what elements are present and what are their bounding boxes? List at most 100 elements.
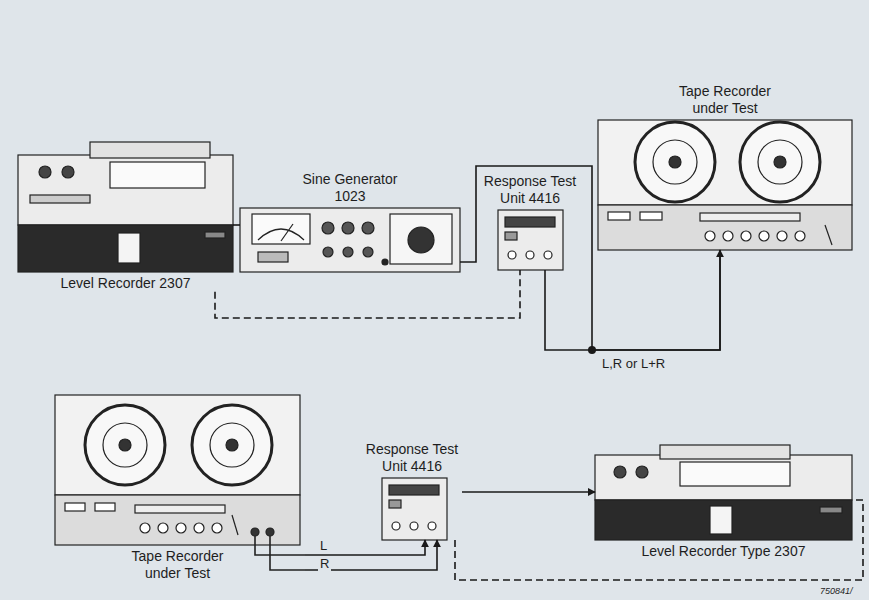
level-recorder-bottom-part — [680, 462, 790, 486]
tape-recorder-top-part — [608, 212, 630, 220]
sine-generator-part — [322, 222, 334, 234]
device-label: Sine Generator 1023 — [293, 171, 408, 205]
tape-recorder-bottom-part — [85, 405, 165, 485]
response-test-unit-bottom-part — [392, 522, 400, 530]
tape-recorder-bottom-part — [210, 423, 254, 467]
sine-generator-part — [363, 247, 373, 257]
device-label: Tape Recorder under Test — [660, 83, 790, 117]
tape-recorder-top-part — [795, 231, 805, 241]
sine-generator-part — [240, 208, 460, 272]
device-node: Level Recorder Type 2307 — [595, 445, 852, 560]
tape-recorder-bottom-part — [158, 523, 168, 533]
sine-generator-part — [252, 214, 310, 244]
tape-recorder-bottom — [55, 395, 305, 570]
tape-recorder-bottom-part — [232, 515, 238, 535]
figure-number: 750841/ — [818, 586, 855, 597]
tape-recorder-bottom-part — [140, 523, 150, 533]
device-node: Level Recorder 2307 — [18, 140, 233, 292]
signal-label: L,R or L+R — [600, 356, 667, 372]
signal-line — [233, 224, 240, 226]
channel-label: R — [318, 556, 331, 572]
device-node: Tape Recorder under Test — [598, 83, 852, 250]
tape-recorder-top-part — [700, 213, 800, 221]
tape-recorder-top-part — [705, 231, 715, 241]
response-test-unit-top — [498, 210, 563, 270]
tape-recorder-bottom-part — [95, 503, 115, 511]
tape-recorder-top-part — [759, 231, 769, 241]
level-recorder-bottom-part — [595, 500, 852, 540]
tape-recorder-bottom-part — [119, 439, 131, 451]
level-recorder-bottom — [595, 445, 852, 540]
level-recorder-top-part — [39, 166, 51, 178]
tape-recorder-top-part — [740, 122, 820, 202]
tape-recorder-bottom-part — [192, 405, 272, 485]
device-node: Response Test Unit 4416 — [480, 173, 580, 270]
response-test-unit-top-part — [526, 251, 534, 259]
sine-generator-part — [281, 224, 293, 241]
level-recorder-bottom-part — [820, 507, 842, 513]
tape-recorder-top-part — [723, 231, 733, 241]
sine-generator-part — [390, 214, 452, 264]
tape-recorder-bottom-part — [65, 503, 85, 511]
response-test-unit-top-part — [544, 251, 552, 259]
level-recorder-top-part — [30, 195, 90, 203]
level-recorder-top-part — [18, 155, 233, 225]
tape-recorder-bottom-part — [212, 523, 222, 533]
response-test-unit-top-part — [508, 251, 516, 259]
tape-recorder-bottom-part — [255, 536, 305, 555]
tape-recorder-bottom-part — [55, 395, 300, 495]
tape-recorder-bottom-part — [226, 439, 238, 451]
sine-generator-part — [258, 252, 288, 262]
tape-recorder-bottom-part — [135, 505, 225, 513]
tape-recorder-top-part — [598, 205, 852, 250]
response-test-unit-top-part — [498, 210, 563, 270]
sine-generator-part — [258, 229, 304, 240]
device-label: Tape Recorder under Test — [113, 548, 243, 582]
level-recorder-bottom-part — [660, 445, 790, 459]
junction-dot — [588, 346, 596, 354]
tape-recorder-top-part — [669, 156, 681, 168]
response-test-unit-bottom-part — [382, 478, 447, 540]
sine-generator-part — [382, 259, 388, 265]
sine-generator-part — [342, 222, 354, 234]
response-test-unit-top-part — [505, 217, 555, 227]
tape-recorder-bottom-part — [251, 528, 259, 536]
level-recorder-top-part — [62, 166, 74, 178]
sine-generator — [240, 208, 460, 272]
device-node: Sine Generator 1023 — [240, 171, 460, 272]
dashed-control-line — [215, 270, 520, 318]
tape-recorder-bottom-part — [55, 495, 300, 545]
signal-line — [462, 491, 595, 493]
level-recorder-bottom-part — [614, 466, 626, 478]
tape-recorder-top-part — [640, 212, 662, 220]
tape-recorder-top-part — [758, 140, 802, 184]
tape-recorder-bottom-part — [103, 423, 147, 467]
tape-recorder-top-part — [825, 225, 832, 245]
tape-recorder-top-part — [741, 231, 751, 241]
level-recorder-top-part — [205, 232, 225, 238]
tape-recorder-top-part — [774, 156, 786, 168]
level-recorder-top-part — [110, 162, 205, 188]
sine-generator-part — [343, 247, 353, 257]
level-recorder-bottom-part — [636, 466, 648, 478]
device-label: Response Test Unit 4416 — [480, 173, 580, 207]
device-label: Response Test Unit 4416 — [362, 441, 462, 475]
tape-recorder-top-part — [777, 231, 787, 241]
level-recorder-top — [18, 142, 233, 272]
device-label: Level Recorder 2307 — [61, 275, 191, 292]
device-node: Tape Recorder under Test — [50, 395, 305, 582]
signal-line — [545, 250, 720, 350]
response-test-unit-top-part — [505, 232, 517, 240]
response-test-unit-bottom-part — [389, 485, 439, 495]
device-node: Response Test Unit 4416 — [362, 441, 462, 540]
tape-recorder-top-part — [653, 140, 697, 184]
channel-label: L — [318, 538, 329, 554]
level-recorder-top-part — [118, 233, 140, 263]
device-label: Level Recorder Type 2307 — [642, 543, 806, 560]
response-test-unit-bottom — [382, 478, 447, 540]
tape-recorder-bottom-part — [266, 528, 274, 536]
response-test-unit-bottom-part — [410, 522, 418, 530]
tape-recorder-top-part — [635, 122, 715, 202]
level-recorder-top-part — [18, 225, 233, 272]
